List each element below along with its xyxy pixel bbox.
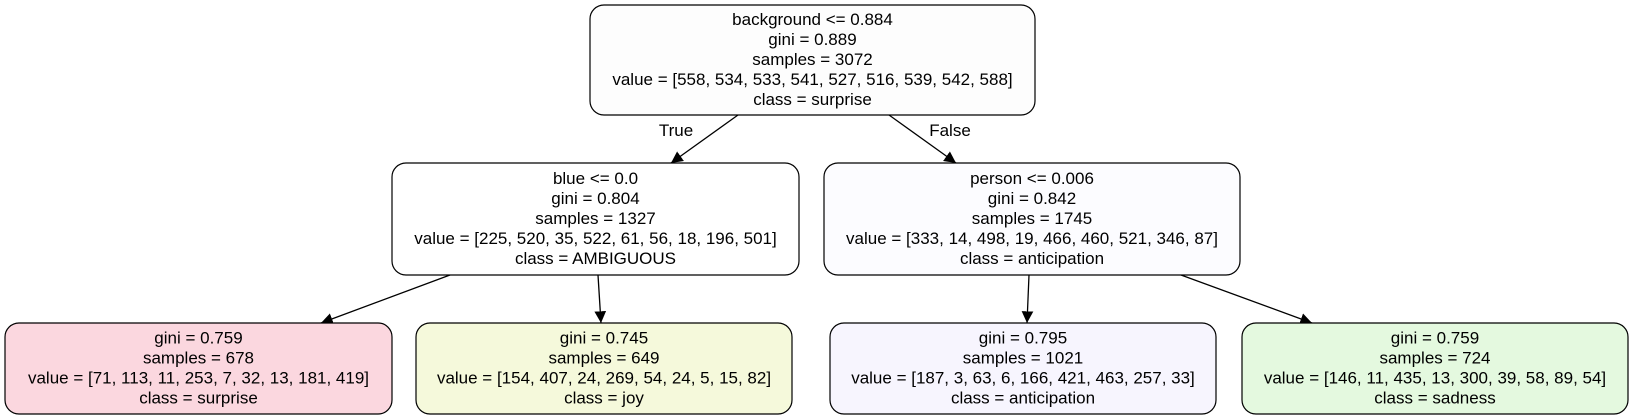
- node-box: [415, 322, 793, 415]
- edge-label-false: False: [929, 121, 971, 140]
- edge-root-to-person: [888, 114, 957, 164]
- node-line: class = joy: [564, 389, 644, 408]
- node-line: samples = 3072: [752, 50, 873, 69]
- node-box: [829, 322, 1217, 415]
- node-line: gini = 0.795: [979, 329, 1067, 348]
- node-line: class = surprise: [139, 389, 258, 408]
- node-line: class = AMBIGUOUS: [515, 249, 676, 268]
- node-line: gini = 0.745: [560, 329, 648, 348]
- node-line: value = [154, 407, 24, 269, 54, 24, 5, 1…: [437, 369, 771, 388]
- node-line: value = [187, 3, 63, 6, 166, 421, 463, 2…: [851, 369, 1195, 388]
- node-line: background <= 0.884: [732, 10, 893, 29]
- node-line: gini = 0.842: [988, 189, 1076, 208]
- node-box: [391, 162, 800, 276]
- edge-blue-to-leaf-joy: [594, 274, 607, 324]
- edge-label-true: True: [659, 121, 693, 140]
- edge-blue-to-leaf-surprise: [320, 274, 451, 325]
- node-line: value = [558, 534, 533, 541, 527, 516, 5…: [612, 70, 1012, 89]
- edge-person-to-leaf-anticipation: [1021, 274, 1034, 324]
- node-line: samples = 1021: [963, 349, 1084, 368]
- node-line: samples = 1745: [972, 209, 1093, 228]
- node-box: [4, 322, 393, 415]
- node-line: samples = 678: [143, 349, 254, 368]
- node-line: class = surprise: [753, 90, 872, 109]
- node-line: class = anticipation: [951, 389, 1095, 408]
- node-line: value = [146, 11, 435, 13, 300, 39, 58, …: [1264, 369, 1606, 388]
- node-line: blue <= 0.0: [553, 169, 638, 188]
- edges-layer: True False: [320, 114, 1313, 325]
- node-line: class = anticipation: [960, 249, 1104, 268]
- node-line: gini = 0.759: [154, 329, 242, 348]
- node-line: value = [333, 14, 498, 19, 466, 460, 521…: [846, 229, 1218, 248]
- node-line: value = [71, 113, 11, 253, 7, 32, 13, 18…: [28, 369, 369, 388]
- node-line: person <= 0.006: [970, 169, 1094, 188]
- node-line: samples = 649: [548, 349, 659, 368]
- node-box: [589, 4, 1036, 116]
- node-line: gini = 0.759: [1391, 329, 1479, 348]
- edge-person-to-leaf-sadness: [1180, 274, 1313, 325]
- node-line: value = [225, 520, 35, 522, 61, 56, 18, …: [414, 229, 777, 248]
- node-line: gini = 0.889: [768, 30, 856, 49]
- node-line: gini = 0.804: [551, 189, 639, 208]
- node-line: samples = 724: [1379, 349, 1490, 368]
- node-box: [823, 162, 1241, 276]
- node-box: [1241, 322, 1629, 415]
- edge-root-to-blue: [670, 114, 739, 164]
- node-line: samples = 1327: [535, 209, 656, 228]
- node-line: class = sadness: [1374, 389, 1495, 408]
